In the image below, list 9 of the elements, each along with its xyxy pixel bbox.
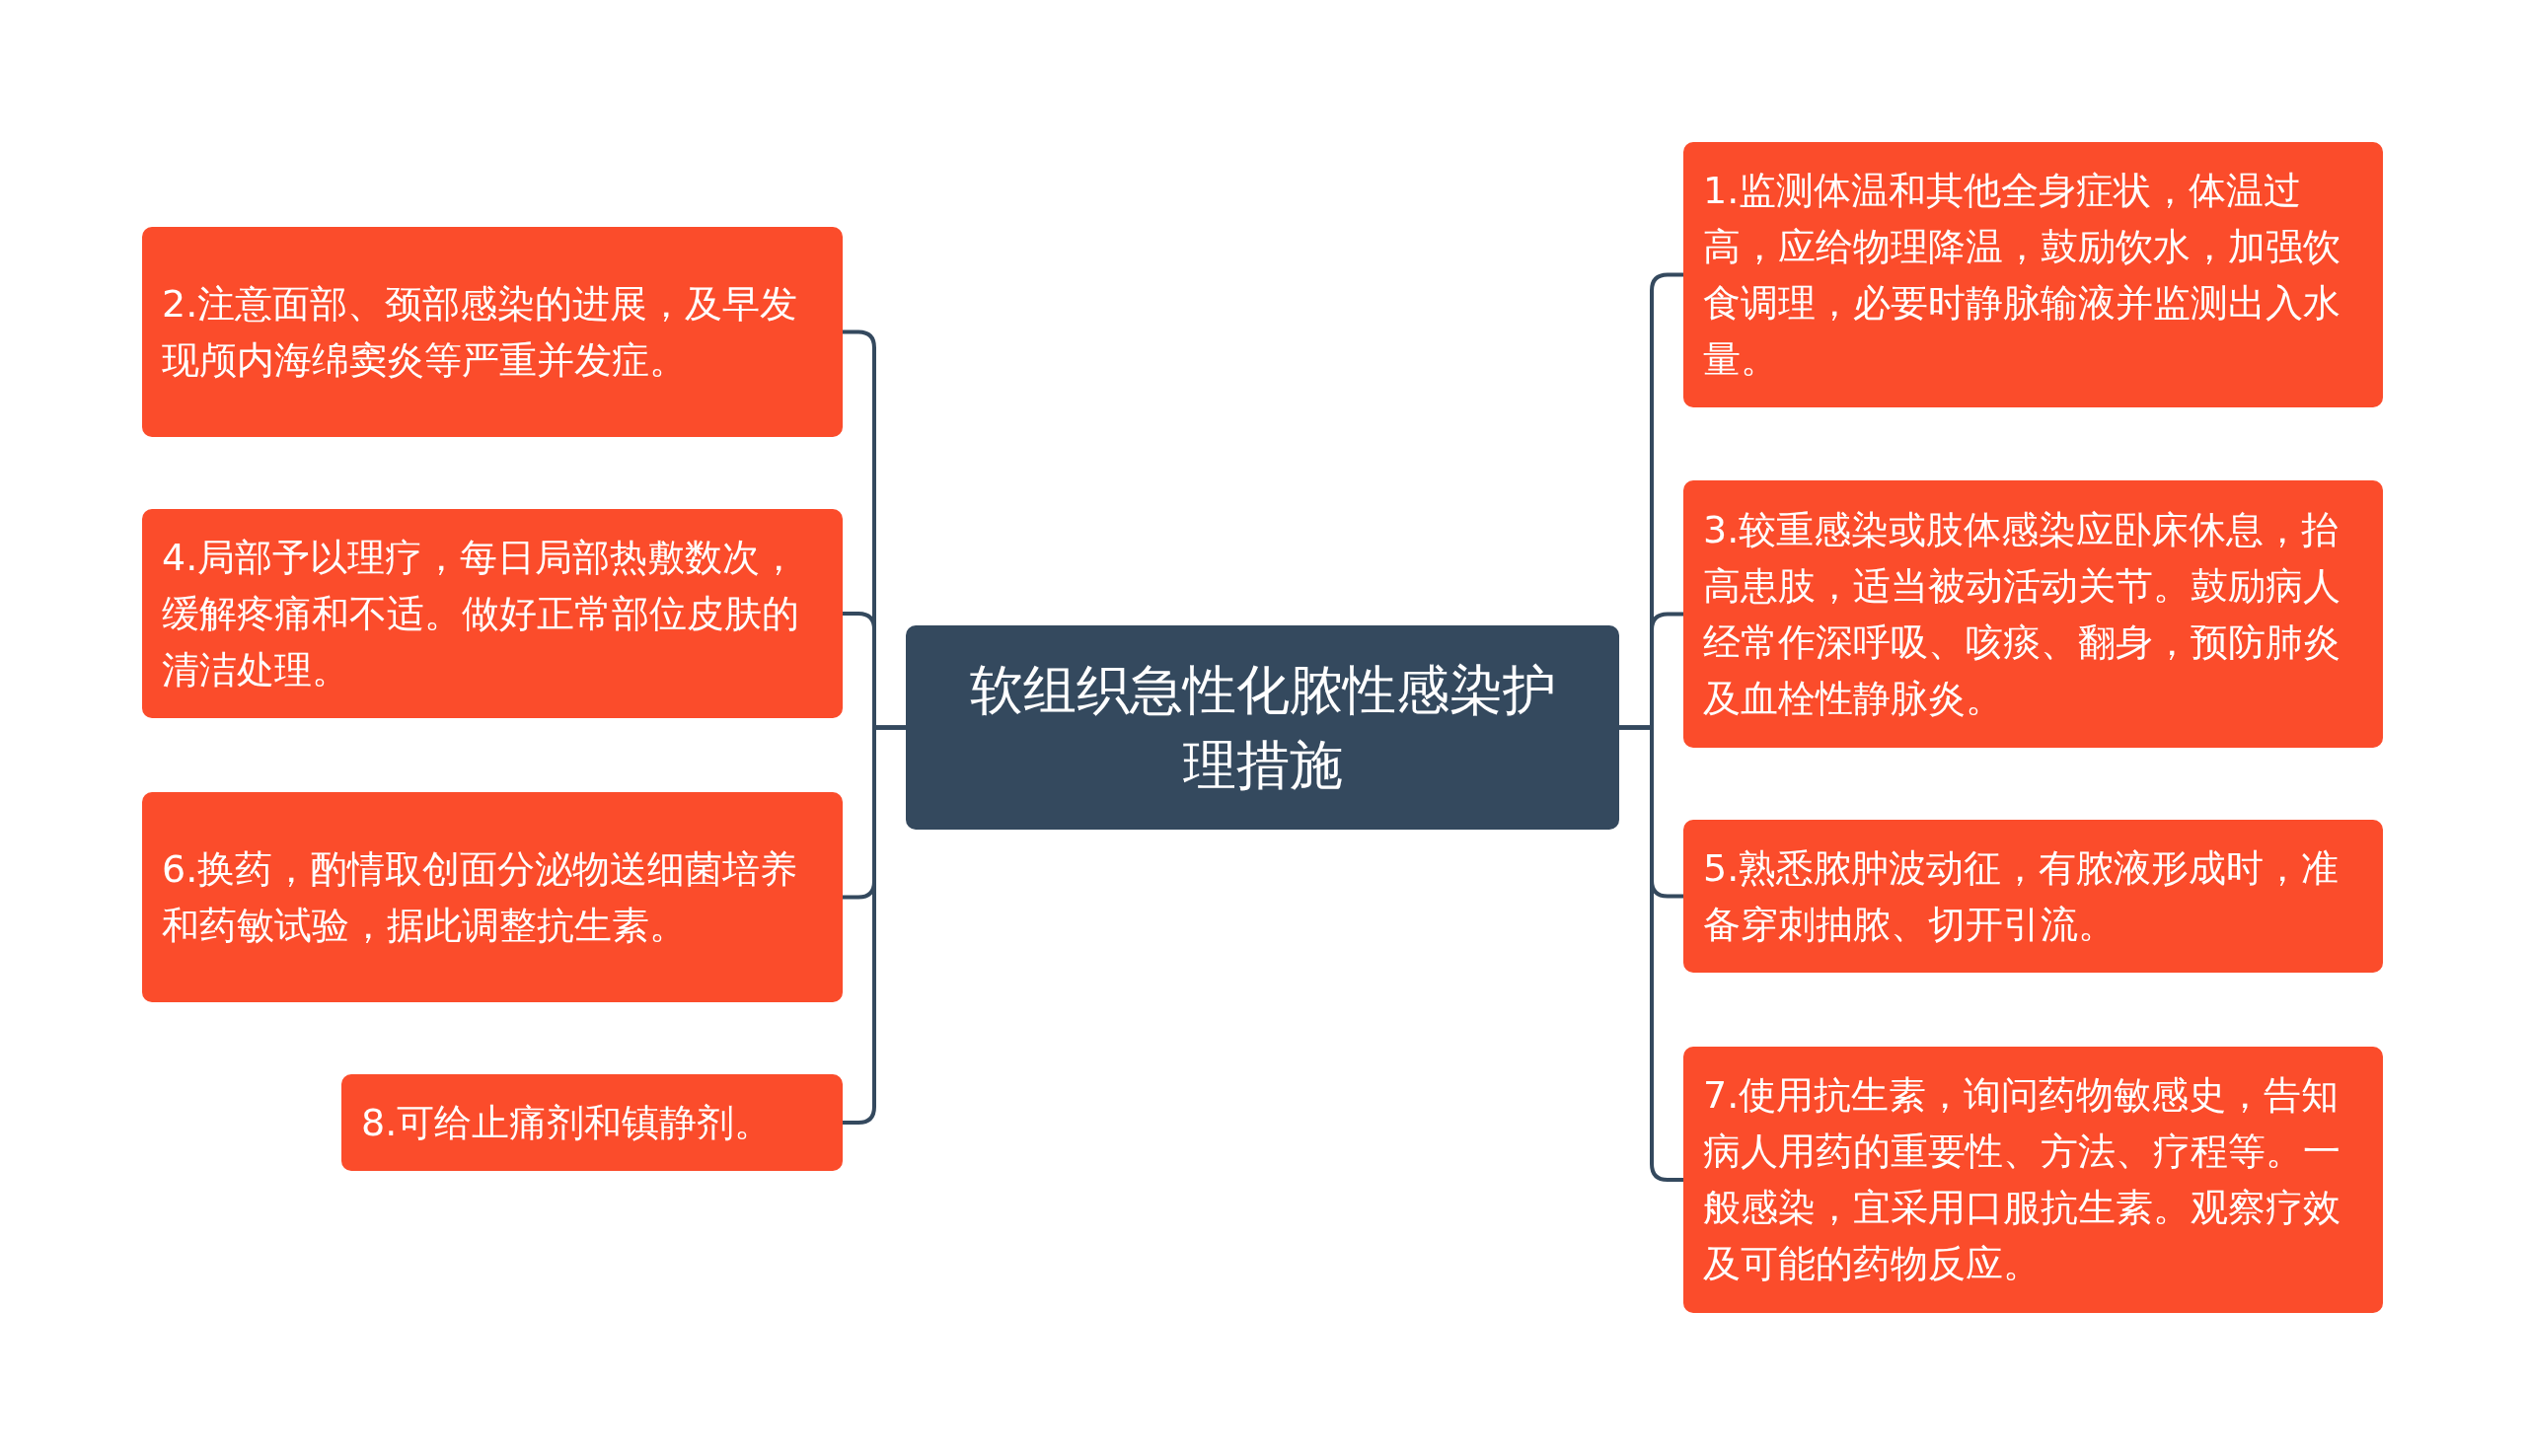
topic-box: 7.使用抗生素，询问药物敏感史，告知病人用药的重要性、方法、疗程等。一般感染，宜采用口服抗生素。观察疗效及可能的药物反应。	[1683, 1047, 2383, 1313]
central-topic-box: 软组织急性化脓性感染护理措施	[906, 625, 1619, 830]
topic-box: 3.较重感染或肢体感染应卧床休息，抬高患肢，适当被动活动关节。鼓励病人经常作深呼吸、咳痰、翻身，预防肺炎及血栓性静脉炎。	[1683, 480, 2383, 748]
topic-box: 6.换药，酌情取创面分泌物送细菌培养和药敏试验，据此调整抗生素。	[142, 792, 843, 1002]
topic-box: 1.监测体温和其他全身症状，体温过高，应给物理降温，鼓励饮水，加强饮食调理，必要时静脉输液并监测出入水量。	[1683, 142, 2383, 407]
topic-box: 4.局部予以理疗，每日局部热敷数次，缓解疼痛和不适。做好正常部位皮肤的清洁处理。	[142, 509, 843, 718]
topic-box: 8.可给止痛剂和镇静剂。	[341, 1074, 843, 1171]
topic-box: 5.熟悉脓肿波动征，有脓液形成时，准备穿刺抽脓、切开引流。	[1683, 820, 2383, 973]
topic-box: 2.注意面部、颈部感染的进展，及早发现颅内海绵窦炎等严重并发症。	[142, 227, 843, 437]
